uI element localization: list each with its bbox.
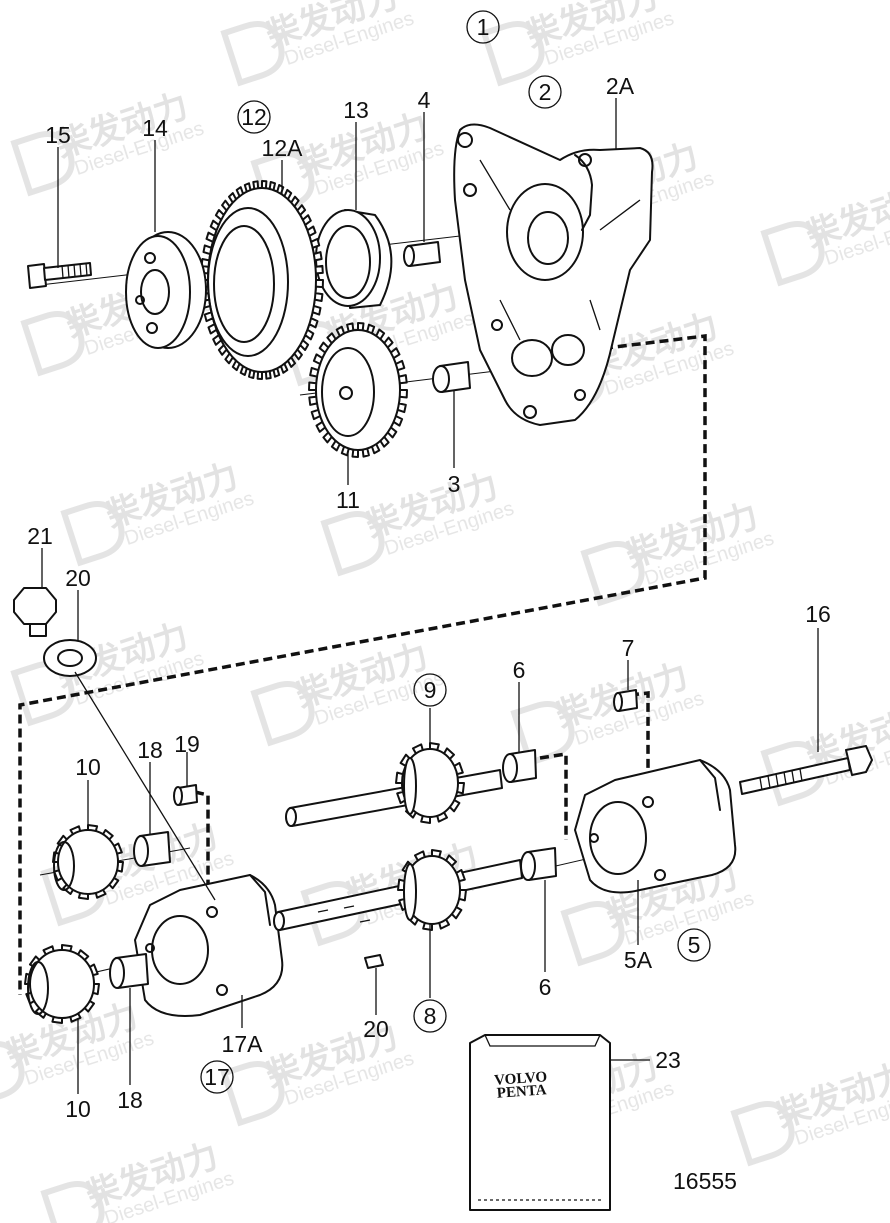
drive-shaft-part-8 [273,849,523,931]
diesel-engines-logo-icon [220,21,285,87]
diesel-engines-logo-icon [0,1041,25,1107]
callout-3: 3 [448,471,461,497]
diesel-engines-logo-icon [560,901,625,967]
callout-18-upper: 18 [137,737,163,763]
bushing-part-6-upper [502,749,537,783]
diesel-engines-logo-icon [220,1061,285,1127]
pump-cover-part-5A [574,759,737,894]
assembly-dashed-line-upper [18,334,707,995]
diesel-engines-logo-icon [20,311,85,377]
callout-labels: 1 2 2A 3 4 5 5A 6 6 7 8 9 10 10 11 12 12… [27,14,831,1122]
gear-part-10-upper [52,824,124,900]
idler-gear-part-11 [308,322,408,458]
callout-13: 13 [343,97,369,123]
callout-16: 16 [805,601,831,627]
callout-10-lower: 10 [65,1096,91,1122]
plug-part-21 [13,587,57,637]
pin-part-19 [173,784,198,806]
assembly-dashed-line-pin19 [194,790,210,892]
callout-20-lower: 20 [363,1016,389,1042]
kit-bag-brand-line-1: VOLVO [494,1069,548,1089]
diesel-engines-logo-icon [10,131,75,197]
assembly-dashed-line-lower [539,751,568,840]
pin-part-4 [403,241,441,267]
drawing-number: 16555 [673,1168,737,1194]
callout-circles [200,10,711,1094]
callout-2: 2 [539,79,552,105]
bushing-part-13 [315,209,393,309]
callout-21: 21 [27,523,53,549]
diesel-engines-logo-icon [40,1181,105,1223]
gear-part-10-lower [24,944,100,1024]
pin-part-7 [613,689,638,712]
leader-lines [41,98,819,1094]
callout-4: 4 [418,87,431,113]
callout-6-lower: 6 [539,974,552,1000]
diesel-engines-logo-icon [320,511,385,577]
callout-18-lower: 18 [117,1087,143,1113]
hub-part-14 [125,231,207,349]
callout-9: 9 [424,677,437,703]
diesel-engines-logo-icon [480,21,545,87]
long-bolt-part-16 [739,745,873,795]
diesel-engines-logo-icon [730,1101,795,1167]
bushing-part-6-lower [520,847,557,881]
gear-housing-part-2 [453,123,654,426]
callout-19: 19 [174,731,200,757]
callout-6-upper: 6 [513,657,526,683]
callout-20-upper: 20 [65,565,91,591]
callout-17: 17 [204,1064,230,1090]
kit-bag-part-23 [469,1034,611,1211]
key-part-20 [364,954,384,969]
bushing-part-18-upper [133,831,171,867]
callout-15: 15 [45,122,71,148]
diesel-engines-logo-icon [760,741,825,807]
callout-1: 1 [477,14,490,40]
callout-14: 14 [142,115,168,141]
callout-12: 12 [241,104,267,130]
callout-10-upper: 10 [75,754,101,780]
diesel-engines-logo-icon [760,221,825,287]
callout-8: 8 [424,1003,437,1029]
gear-shaft-part-9 [285,742,503,827]
pump-housing-part-17A [134,874,284,1017]
callout-11: 11 [336,487,360,513]
callout-7: 7 [622,635,635,661]
bolt-part-15 [27,262,92,289]
diesel-engines-logo-icon [60,501,125,567]
callout-23: 23 [655,1047,681,1073]
callout-5: 5 [688,932,701,958]
callout-5A: 5A [624,947,653,973]
bushing-part-18-lower [109,953,149,989]
bushing-part-3 [432,361,471,393]
callout-17A: 17A [222,1031,264,1057]
gear-wheel-part-12A [200,180,324,380]
washer-part-20 [43,639,97,677]
callout-12A: 12A [262,135,304,161]
diesel-engines-logo-icon [250,681,315,747]
kit-bag-brand-line-2: PENTA [496,1082,547,1101]
callout-2A: 2A [606,73,635,99]
